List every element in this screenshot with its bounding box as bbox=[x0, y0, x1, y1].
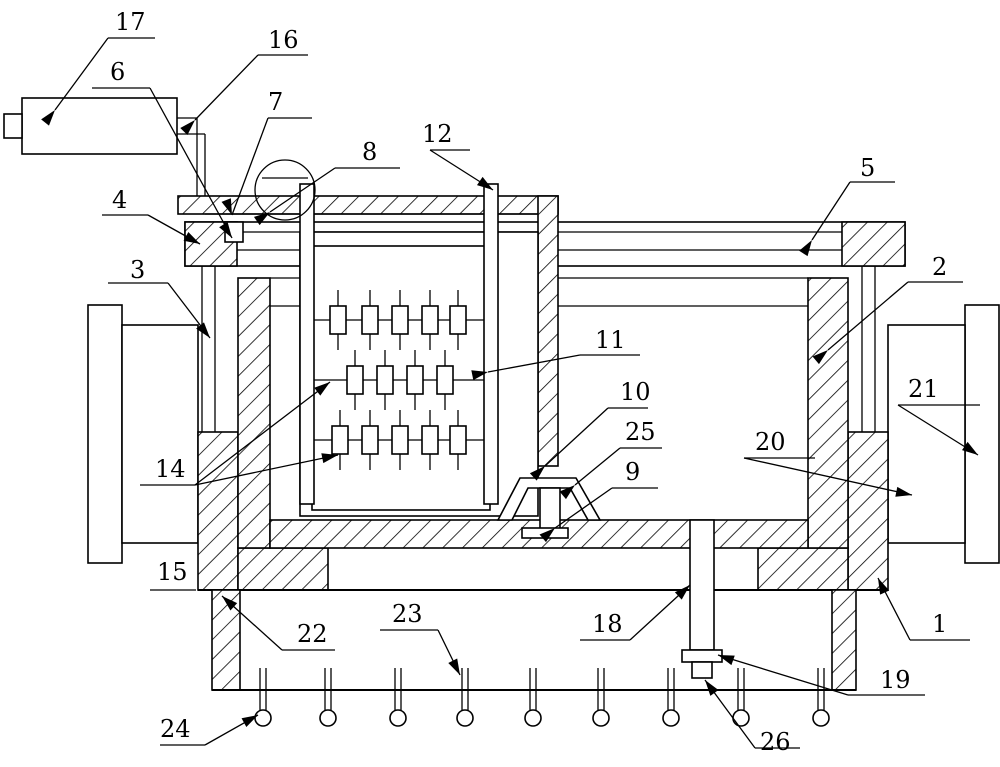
label-20: 20 bbox=[755, 428, 786, 456]
label-1: 1 bbox=[932, 610, 947, 638]
blade bbox=[391, 305, 409, 335]
label-23: 23 bbox=[392, 600, 423, 628]
blade bbox=[361, 425, 379, 455]
cage-frame bbox=[299, 195, 559, 517]
arrowhead bbox=[219, 221, 232, 238]
arrowhead bbox=[222, 596, 238, 611]
nozzle-ball bbox=[456, 709, 474, 727]
motor bbox=[3, 97, 206, 196]
arrowhead bbox=[812, 350, 828, 365]
outer-housing bbox=[197, 431, 889, 591]
arrowhead bbox=[529, 466, 545, 481]
detail-circle bbox=[254, 159, 316, 221]
label-6: 6 bbox=[110, 58, 125, 86]
nozzle-ball bbox=[732, 709, 750, 727]
stirring-blades bbox=[314, 290, 484, 470]
callout-labels: 1 2 3 4 5 6 7 8 9 10 11 12 14 15 16 17 1… bbox=[110, 8, 947, 756]
label-5: 5 bbox=[860, 154, 875, 182]
label-22: 22 bbox=[297, 620, 328, 648]
label-7: 7 bbox=[268, 88, 283, 116]
blade bbox=[436, 365, 454, 395]
arrowhead bbox=[41, 110, 55, 126]
arrowhead bbox=[559, 485, 575, 500]
arrowhead bbox=[448, 658, 460, 675]
nozzle-ball bbox=[592, 709, 610, 727]
label-25: 25 bbox=[625, 418, 656, 446]
arrowhead bbox=[961, 441, 978, 455]
blade bbox=[361, 305, 379, 335]
label-9: 9 bbox=[625, 458, 640, 486]
arrowhead bbox=[321, 453, 338, 464]
label-16: 16 bbox=[268, 26, 299, 54]
nozzle-ball bbox=[389, 709, 407, 727]
arrowhead bbox=[878, 578, 890, 595]
arrowhead bbox=[718, 655, 735, 666]
label-2: 2 bbox=[932, 253, 947, 281]
arrowhead bbox=[895, 486, 912, 497]
blade bbox=[421, 305, 439, 335]
arrowhead bbox=[221, 198, 232, 215]
label-14: 14 bbox=[155, 455, 186, 483]
blade bbox=[449, 305, 467, 335]
lift-rods bbox=[299, 183, 499, 505]
blade bbox=[391, 425, 409, 455]
label-26: 26 bbox=[760, 728, 791, 756]
arrowhead bbox=[471, 370, 488, 381]
nozzle-ball bbox=[319, 709, 337, 727]
support-rods bbox=[201, 266, 876, 432]
arrowhead bbox=[674, 585, 690, 600]
label-19: 19 bbox=[880, 666, 911, 694]
arrowhead bbox=[183, 231, 200, 244]
blade bbox=[346, 365, 364, 395]
label-21: 21 bbox=[908, 375, 939, 403]
arrowhead bbox=[314, 382, 330, 396]
arrowhead bbox=[476, 176, 493, 190]
label-12: 12 bbox=[422, 120, 453, 148]
blade bbox=[331, 425, 349, 455]
drain-pipe bbox=[681, 519, 723, 679]
leader-lines bbox=[54, 37, 980, 749]
blade bbox=[449, 425, 467, 455]
arrowhead bbox=[253, 212, 270, 226]
arrowheads bbox=[41, 110, 978, 728]
label-3: 3 bbox=[130, 256, 145, 284]
label-24: 24 bbox=[160, 715, 191, 743]
label-15: 15 bbox=[157, 558, 188, 586]
spray-nozzles bbox=[254, 668, 830, 727]
label-4: 4 bbox=[112, 186, 127, 214]
nozzle-ball bbox=[812, 709, 830, 727]
inner-tank bbox=[237, 277, 849, 549]
label-17: 17 bbox=[115, 8, 146, 36]
label-18: 18 bbox=[592, 610, 623, 638]
label-10: 10 bbox=[620, 378, 651, 406]
arrowhead bbox=[705, 680, 719, 696]
blade bbox=[329, 305, 347, 335]
arrowhead bbox=[241, 715, 258, 728]
blade bbox=[376, 365, 394, 395]
label-11: 11 bbox=[595, 326, 626, 354]
label-8: 8 bbox=[362, 138, 377, 166]
arrowhead bbox=[539, 528, 555, 543]
blade bbox=[406, 365, 424, 395]
nozzle-ball bbox=[662, 709, 680, 727]
arrowhead bbox=[799, 240, 812, 257]
bottom-stand bbox=[211, 589, 857, 691]
nozzle-ball bbox=[524, 709, 542, 727]
arrowhead bbox=[180, 120, 195, 135]
nozzle-ball bbox=[254, 709, 272, 727]
blade bbox=[421, 425, 439, 455]
arrowhead bbox=[196, 322, 210, 338]
